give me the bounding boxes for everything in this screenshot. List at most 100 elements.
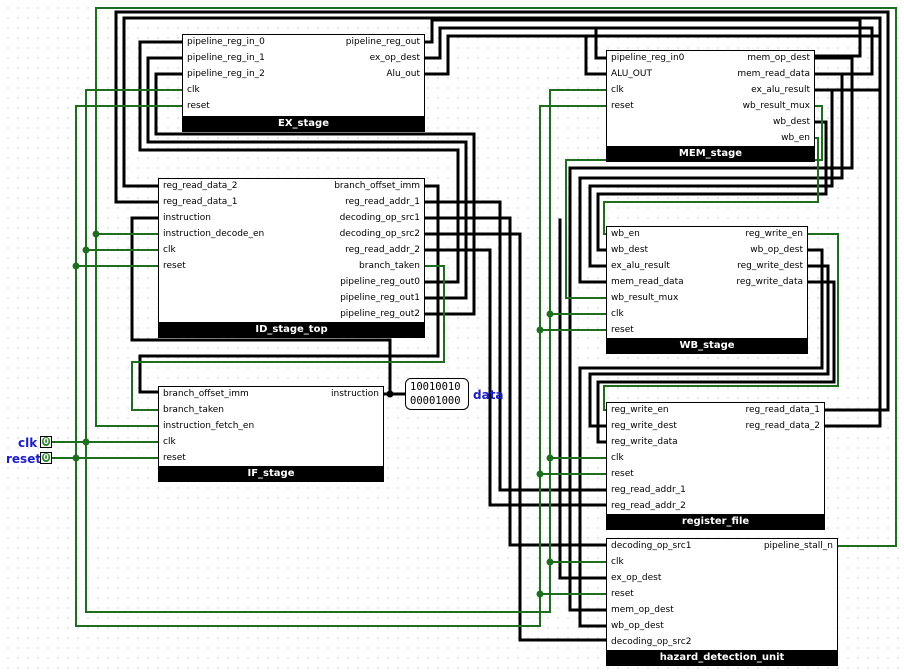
ex-out-pin: pipeline_reg_out — [345, 37, 420, 47]
if-stage-block[interactable]: branch_offset_imm branch_taken instructi… — [158, 386, 384, 482]
wire-mem-op-dest — [568, 56, 854, 612]
wb-in-pin: wb_result_mux — [611, 293, 679, 303]
wire-mem-alu-result — [588, 88, 834, 268]
id-out-pin: pipeline_reg_out2 — [340, 309, 420, 319]
ex-in-pin: pipeline_reg_in_2 — [187, 69, 265, 79]
wb-in-pin: mem_read_data — [611, 277, 684, 287]
if-in-pin: branch_taken — [163, 405, 224, 415]
wire-reg-write-en — [603, 233, 839, 411]
if-in-pin: instruction_fetch_en — [163, 421, 255, 431]
junction-reset-1 — [72, 454, 80, 462]
wire-mem-wb-en — [603, 137, 819, 235]
wire-ex-to-mem-alu — [584, 34, 608, 76]
clk-label: clk — [18, 436, 38, 450]
mem-stage-title: MEM_stage — [607, 146, 814, 161]
ex-in-pin: pipeline_reg_in_1 — [187, 53, 265, 63]
hz-in-pin: mem_op_dest — [611, 605, 674, 615]
id-out-pin: decoding_op_src2 — [339, 229, 420, 239]
id-out-pin: decoding_op_src1 — [339, 213, 420, 223]
rf-out-pin: reg_read_data_2 — [745, 421, 820, 431]
wire-hazard-ex-op-dest — [558, 218, 608, 580]
data-probe[interactable]: 10010010 00001000 — [405, 378, 469, 410]
wb-stage-block[interactable]: wb_en wb_dest ex_alu_result mem_read_dat… — [606, 226, 808, 354]
wire-id-src1 — [423, 216, 608, 547]
if-in-pin: branch_offset_imm — [163, 389, 249, 399]
wb-out-pin: reg_write_dest — [737, 261, 803, 271]
id-in-pin: reg_read_data_2 — [163, 181, 238, 191]
rf-out-pin: reg_read_data_1 — [745, 405, 820, 415]
id-out-pin: pipeline_reg_out0 — [340, 277, 420, 287]
rf-in-pin: reg_write_en — [611, 405, 669, 415]
junction-reset-wb — [536, 326, 544, 334]
wire-ex-op-dest — [423, 26, 874, 76]
mem-out-pin: wb_dest — [772, 117, 810, 127]
wire-reset-vertical — [75, 105, 183, 459]
id-out-pin: branch_taken — [359, 261, 420, 271]
reset-label: reset — [6, 452, 42, 466]
wire-instruction-feedback — [130, 216, 392, 396]
wire-id-reg-read-addr1 — [423, 200, 608, 492]
ex-out-pin: Alu_out — [386, 69, 420, 79]
wire-reset-bottom — [75, 105, 607, 627]
wire-ex-alu-out — [423, 34, 882, 92]
mem-out-pin: wb_en — [781, 133, 810, 143]
wb-out-pin: reg_write_en — [745, 229, 803, 239]
id-out-pin: pipeline_reg_out1 — [340, 293, 420, 303]
probe-line-1: 10010010 — [410, 381, 461, 393]
wire-id-pipe-out1 — [146, 56, 468, 300]
id-stage-title: ID_stage_top — [159, 322, 424, 337]
id-in-pin: reg_read_data_1 — [163, 197, 238, 207]
id-in-pin: instruction — [163, 213, 212, 223]
clk-value: 0 — [42, 437, 50, 446]
wb-out-pin: wb_op_dest — [750, 245, 803, 255]
hz-in-pin: clk — [611, 557, 624, 567]
if-in-pin: clk — [163, 437, 176, 447]
wire-rf-read-data-1 — [114, 10, 890, 412]
junction-clk-rf — [546, 454, 554, 462]
id-out-pin: branch_offset_imm — [334, 181, 420, 191]
wire-wb-op-dest — [578, 248, 824, 628]
wire-branch-taken — [131, 265, 445, 411]
wire-ex-pipeline-out — [423, 18, 862, 58]
junction-reset-rf — [536, 470, 544, 478]
register-file-title: register_file — [607, 514, 824, 529]
mem-stage-block[interactable]: pipeline_reg_in0 ALU_OUT clk reset mem_o… — [606, 50, 815, 162]
hazard-unit-block[interactable]: decoding_op_src1 clk ex_op_dest reset me… — [606, 538, 838, 666]
ex-in-pin: clk — [187, 85, 200, 95]
id-out-pin: reg_read_addr_2 — [345, 245, 420, 255]
wire-rf-read-data-2 — [122, 16, 882, 428]
ex-in-pin: pipeline_reg_in_0 — [187, 37, 265, 47]
reset-input-pin[interactable]: 0 — [40, 452, 52, 464]
wire-id-pipe-out0 — [138, 40, 460, 284]
rf-in-pin: reg_write_data — [611, 437, 678, 447]
wb-in-pin: clk — [611, 309, 624, 319]
wire-id-reg-read-addr2 — [423, 248, 608, 507]
junction-clk-2 — [82, 246, 90, 254]
if-in-pin: reset — [163, 453, 186, 463]
hz-in-pin: reset — [611, 589, 634, 599]
wire-id-pipe-out2 — [154, 72, 476, 316]
hz-out-pin: pipeline_stall_n — [763, 541, 833, 551]
junction-instruction — [386, 390, 394, 398]
wire-clk-bottom — [85, 89, 607, 613]
junction-clk-1 — [82, 438, 90, 446]
mem-in-pin: pipeline_reg_in0 — [611, 53, 685, 63]
clk-input-pin[interactable]: 0 — [40, 436, 52, 448]
mem-out-pin: ex_alu_result — [751, 85, 810, 95]
mem-in-pin: reset — [611, 101, 634, 111]
hz-in-pin: wb_op_dest — [611, 621, 664, 631]
wire-stall — [95, 7, 897, 547]
register-file-block[interactable]: reg_write_en reg_write_dest reg_write_da… — [606, 402, 825, 530]
hz-in-pin: decoding_op_src2 — [611, 637, 692, 647]
id-out-pin: reg_read_addr_1 — [345, 197, 420, 207]
hz-in-pin: ex_op_dest — [611, 573, 662, 583]
id-stage-block[interactable]: reg_read_data_2 reg_read_data_1 instruct… — [158, 178, 425, 338]
ex-stage-title: EX_stage — [183, 116, 424, 131]
wb-in-pin: reset — [611, 325, 634, 335]
wire-id-branch-offset — [138, 184, 440, 394]
wb-in-pin: wb_dest — [611, 245, 649, 255]
ex-stage-block[interactable]: pipeline_reg_in_0 pipeline_reg_in_1 pipe… — [182, 34, 425, 132]
wb-in-pin: ex_alu_result — [611, 261, 670, 271]
id-in-pin: reset — [163, 261, 186, 271]
